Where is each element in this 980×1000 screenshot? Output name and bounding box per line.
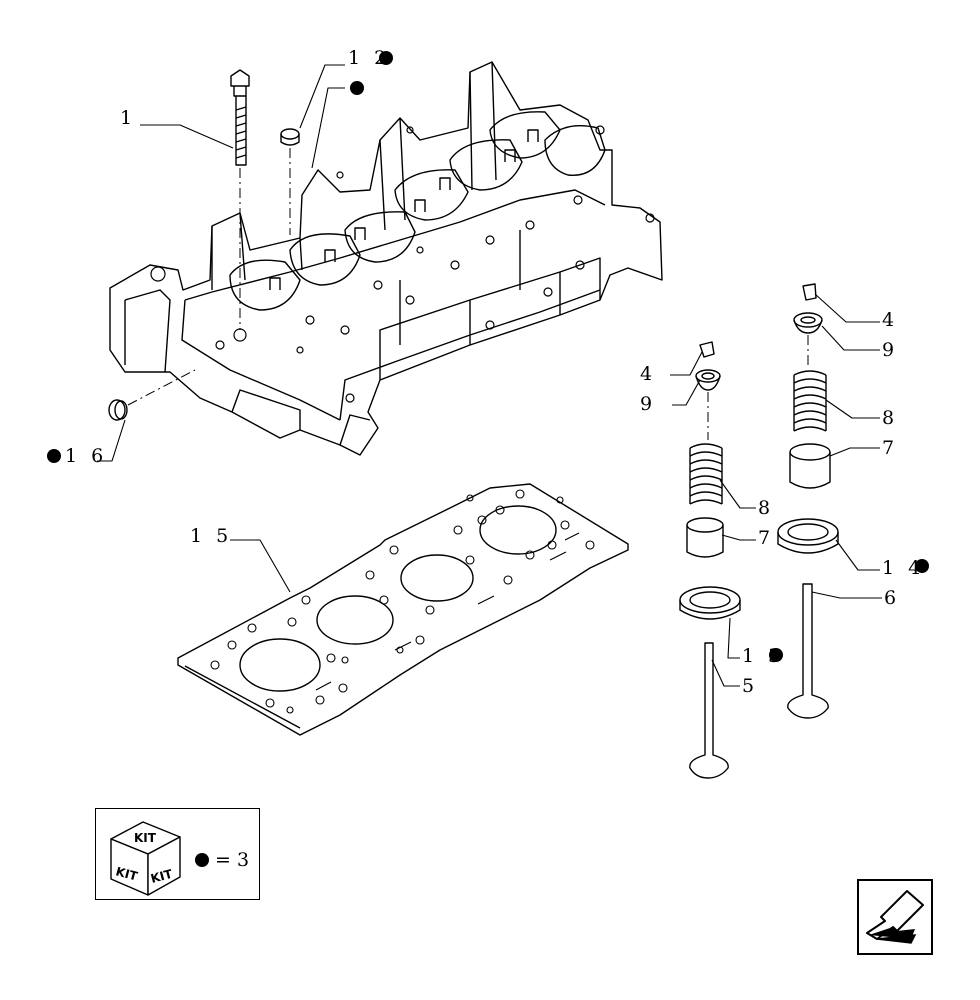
callout-8-right: 8 bbox=[882, 407, 898, 429]
valve-stem-seal-left bbox=[686, 517, 724, 558]
arrow-back-icon bbox=[866, 890, 924, 944]
callout-6: 6 bbox=[884, 587, 900, 609]
head-gasket bbox=[177, 483, 629, 736]
valve-retainer-right bbox=[793, 312, 823, 334]
callout-5: 5 bbox=[742, 675, 758, 697]
core-plug-side bbox=[108, 399, 128, 421]
callout-7-right: 7 bbox=[882, 437, 898, 459]
exhaust-valve bbox=[689, 642, 729, 779]
callout-1: 1 bbox=[120, 107, 136, 129]
kit-dot-icon bbox=[195, 853, 209, 867]
cylinder-head bbox=[109, 61, 663, 456]
valve-seat-insert-right bbox=[777, 518, 839, 554]
head-bolt bbox=[230, 69, 250, 166]
valve-spring-right bbox=[793, 370, 827, 432]
callout-15: 1 5 bbox=[190, 525, 232, 547]
callout-12: 1 2 bbox=[348, 47, 390, 69]
kit-legend: KIT KIT KIT = 3 bbox=[95, 808, 260, 900]
kit-dot-icon bbox=[47, 449, 61, 463]
callout-16: 1 6 bbox=[65, 445, 107, 467]
kit-label-top: KIT bbox=[134, 831, 157, 845]
gasket-holes bbox=[210, 489, 595, 714]
valve-collets-left bbox=[699, 341, 715, 358]
callout-8-left: 8 bbox=[758, 497, 774, 519]
kit-dot-icon bbox=[350, 81, 364, 95]
callout-7-left: 7 bbox=[758, 527, 774, 549]
kit-label-left: KIT bbox=[114, 864, 140, 883]
valve-stem-seal-right bbox=[789, 443, 831, 489]
callout-9-right: 9 bbox=[882, 339, 898, 361]
valve-seat-insert-left bbox=[679, 586, 741, 620]
valve-spring-left bbox=[689, 443, 723, 505]
valve-collets-right bbox=[802, 283, 817, 301]
callout-4-left: 4 bbox=[640, 363, 656, 385]
core-plug-top bbox=[280, 128, 300, 146]
kit-dot-icon bbox=[379, 51, 393, 65]
leader-lines bbox=[97, 64, 882, 687]
kit-dot-icon bbox=[915, 559, 929, 573]
kit-dot-icon bbox=[769, 648, 783, 662]
kit-box-icon: KIT KIT KIT bbox=[110, 821, 181, 896]
kit-label-right: KIT bbox=[149, 866, 175, 885]
kit-quantity-text: = 3 bbox=[215, 849, 250, 871]
intake-valve bbox=[787, 583, 829, 719]
head-bolt-holes bbox=[150, 125, 655, 403]
callout-14: 1 4 bbox=[882, 557, 924, 579]
side-plug-axis-line bbox=[127, 369, 196, 406]
callout-4-right: 4 bbox=[882, 309, 898, 331]
back-navigation-button[interactable] bbox=[857, 879, 933, 955]
kit-marker-dots bbox=[47, 51, 929, 662]
callout-9-left: 9 bbox=[640, 393, 656, 415]
